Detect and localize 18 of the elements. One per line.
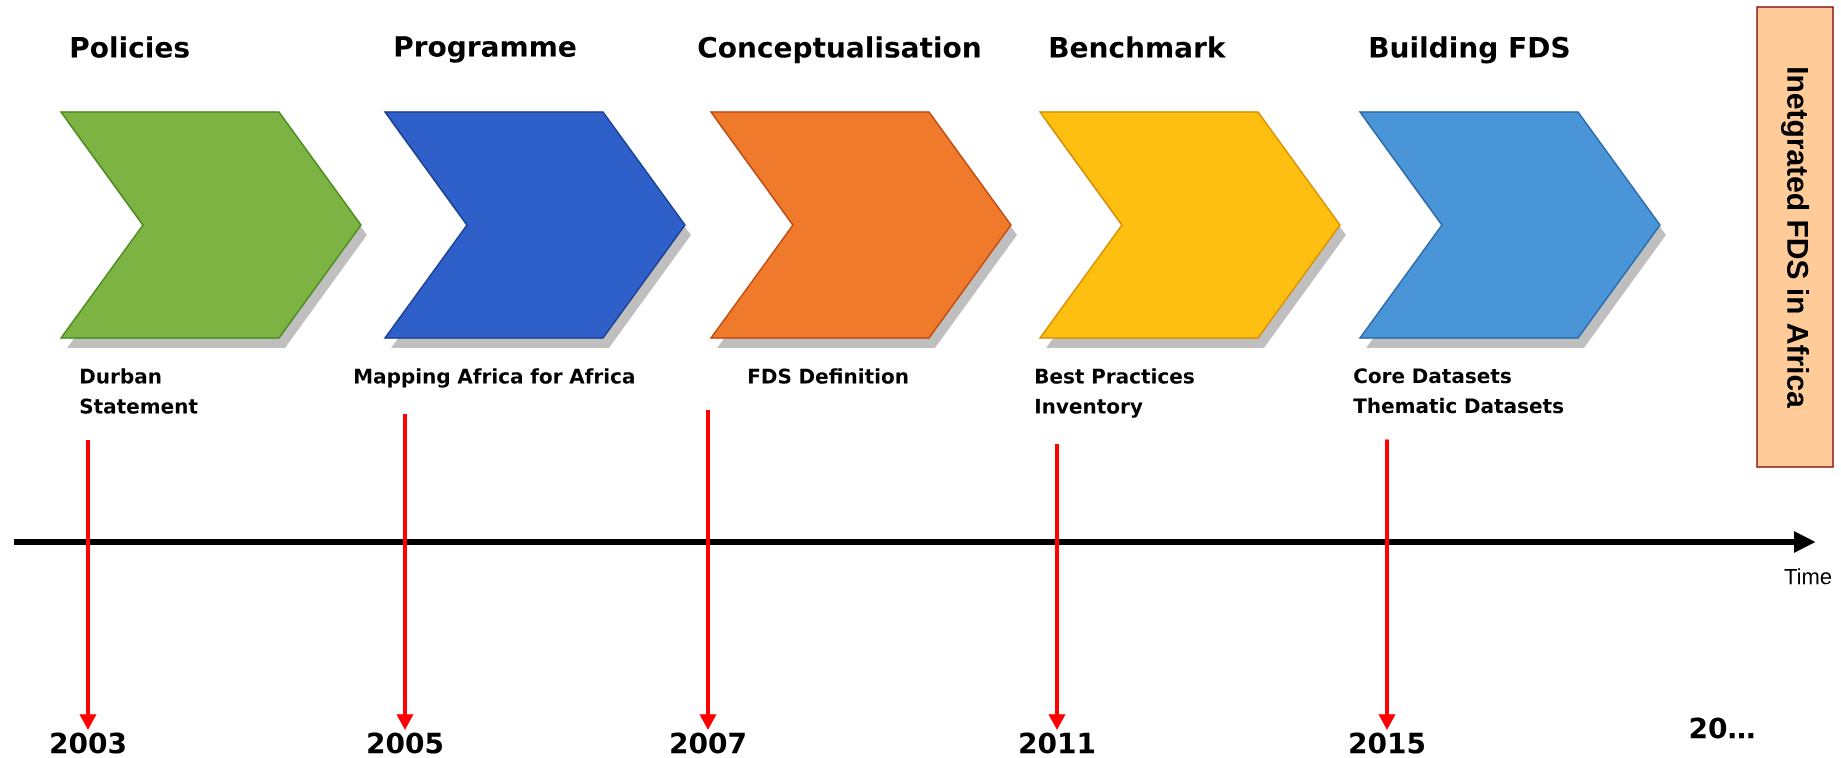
year-label: 2005 (368, 732, 442, 754)
year-label: 2007 (671, 732, 745, 754)
year-label: 2011 (1020, 732, 1095, 754)
node-label: Building FDS (1370, 36, 1569, 64)
year-label: 20… (1690, 717, 1754, 739)
year-label: 2015 (1350, 732, 1425, 754)
stage-description: Mapping Africa for Africa (355, 368, 634, 388)
stage-description: Best Practices Inventory (1036, 368, 1194, 418)
node-label: Benchmark (1050, 36, 1227, 58)
goal-box: Inetgrated FDS in Africa (1756, 6, 1834, 468)
year-label: 2003 (51, 732, 125, 754)
time-label: Time (1784, 568, 1832, 585)
node-label: Policies (71, 36, 189, 58)
node-label: Programme (395, 36, 576, 63)
stage-description: Durban Statement (80, 368, 198, 414)
node-label: Conceptualisation (698, 36, 980, 64)
stage-description: FDS Definition (749, 368, 908, 384)
stage-description: Core Datasets Thematic Datasets (1353, 368, 1564, 414)
